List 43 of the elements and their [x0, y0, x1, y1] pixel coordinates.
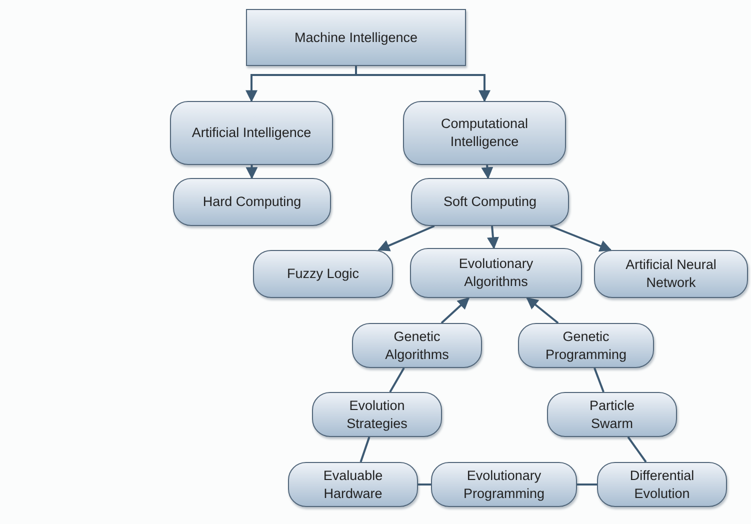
connector-line: [389, 368, 405, 392]
arrow: [487, 226, 499, 250]
concept-box: [518, 323, 654, 368]
arrow: [550, 225, 612, 252]
concept-box: [253, 250, 393, 298]
node-label: Evaluable Hardware: [322, 466, 384, 502]
node-label: Evolutionary Algorithms: [458, 255, 534, 291]
arrow: [378, 225, 435, 252]
node-label: Fuzzy Logic: [286, 265, 360, 283]
node-label: Evolutionary Programming: [462, 466, 546, 502]
concept-box: [403, 101, 566, 165]
connector-line: [627, 436, 647, 463]
concept-box: [410, 248, 582, 298]
root-box: [246, 9, 466, 66]
node-label: Artificial Intelligence: [192, 124, 312, 142]
connector-line: [594, 368, 604, 392]
connector-line: [418, 484, 431, 486]
node-label: Machine Intelligence: [294, 28, 418, 46]
concept-box: [352, 323, 482, 368]
node-label: Genetic Algorithms: [384, 328, 450, 364]
node-label: Genetic Programming: [544, 328, 628, 364]
connector-line: [360, 436, 370, 462]
arrow: [440, 297, 470, 324]
concept-box: [170, 101, 333, 165]
concept-box: [173, 178, 331, 226]
concept-box: [594, 250, 748, 298]
concept-box: [312, 392, 442, 437]
concept-box: [597, 462, 727, 507]
node-label: Evolution Strategies: [346, 396, 408, 432]
arrow: [246, 165, 258, 180]
arrow: [481, 164, 494, 180]
concept-box: [431, 462, 577, 507]
node-label: Differential Evolution: [628, 466, 696, 502]
concept-box: [547, 392, 677, 437]
arrow: [355, 66, 490, 102]
node-label: Hard Computing: [202, 193, 302, 211]
node-label: Computational Intelligence: [440, 115, 530, 151]
concept-box: [288, 462, 418, 507]
arrow: [526, 297, 559, 324]
concept-box: [411, 178, 569, 226]
node-label: Particle Swarm: [588, 396, 636, 432]
node-label: Soft Computing: [443, 193, 537, 211]
node-label: Artificial Neural Network: [624, 256, 718, 292]
